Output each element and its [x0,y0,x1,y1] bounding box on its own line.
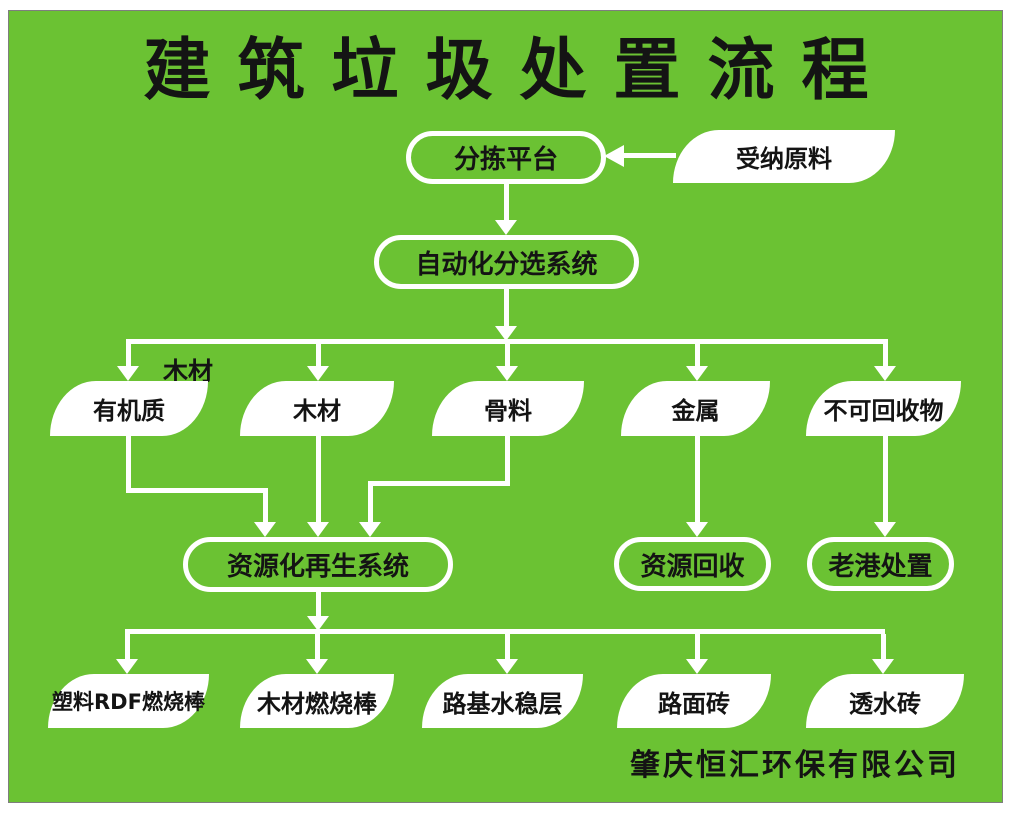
connector-branch-rdf [125,634,130,660]
node-category-metal-label: 金属 [671,397,720,425]
node-sorting-platform-label: 分拣平台 [453,145,558,175]
node-category-wood-label: 木材 [293,397,341,425]
connector-branch-permeablebrick [881,634,886,660]
connector-branch-nonrecyclable [883,344,888,367]
node-category-metal: 金属 [621,381,770,436]
arrowhead-down-icon [686,659,708,674]
node-product-road-base-label: 路基水稳层 [442,689,563,718]
connector-metal-into-recovery [695,436,700,524]
arrowhead-down-icon [495,220,517,235]
arrowhead-down-icon [307,366,329,381]
node-sorting-platform: 分拣平台 [406,131,606,184]
node-laogang-disposal-label: 老港处置 [828,551,933,582]
connector-auto-to-branchline [504,289,509,328]
arrowhead-down-icon [254,522,276,537]
arrowhead-down-icon [306,659,328,674]
company-name: 肇庆恒汇环保有限公司 [630,748,960,783]
node-product-permeable-brick-label: 透水砖 [849,689,921,718]
connector-organic-down [126,436,131,491]
connector-aggregate-down [505,436,510,486]
node-category-wood: 木材 [240,381,394,436]
node-product-wood-stick-label: 木材燃烧棒 [257,689,377,718]
node-category-aggregate-label: 骨料 [484,397,532,425]
arrowhead-down-icon [496,366,518,381]
node-raw-material-label: 受纳原料 [736,145,832,173]
node-laogang-disposal: 老港处置 [807,537,954,591]
arrowhead-down-icon [307,616,329,631]
node-category-nonrecyclable-label: 不可回收物 [823,397,944,425]
connector-nonrecyclable-into-laogang [883,436,888,524]
node-auto-sorting-label: 自动化分选系统 [415,249,598,280]
node-product-road-base: 路基水稳层 [422,674,583,728]
node-product-wood-stick: 木材燃烧棒 [240,674,394,728]
page-title: 建筑垃圾处置流程 [143,31,896,109]
node-category-organic-label: 有机质 [93,397,165,425]
connector-branch-woodstick [315,634,320,660]
connector-aggregate-into-recycle [368,481,373,524]
node-resource-recovery-label: 资源回收 [640,551,745,582]
connector-branch-wood [316,344,321,367]
node-resource-recovery: 资源回收 [614,537,771,591]
node-recycle-system: 资源化再生系统 [183,537,453,592]
connector-organic-across [126,488,266,493]
connector-branch-aggregate [505,344,510,367]
arrowhead-down-icon [307,522,329,537]
node-category-organic: 有机质 [50,381,208,436]
arrowhead-down-icon [359,522,381,537]
node-product-rdf-stick-label: 塑料RDF燃烧棒 [52,690,205,714]
arrowhead-down-icon [874,366,896,381]
connector-recycle-to-branchline [316,592,321,618]
arrowhead-down-icon [686,522,708,537]
connector-wood-into-recycle [316,436,321,524]
connector-branch-pavingbrick [695,634,700,660]
connector-branch-organic [126,344,131,367]
arrowhead-down-icon [496,659,518,674]
arrowhead-down-icon [116,659,138,674]
branch-line-top [126,339,888,344]
connector-aggregate-across [368,481,510,486]
node-product-paving-brick-label: 路面砖 [658,689,730,718]
node-raw-material: 受纳原料 [673,130,895,183]
connector-branch-roadbase [505,634,510,660]
arrowhead-left-icon [604,145,624,167]
branch-line-bottom [125,629,885,634]
arrowhead-down-icon [872,659,894,674]
node-product-paving-brick: 路面砖 [617,674,771,728]
connector-sorting-to-auto [504,183,509,221]
arrowhead-down-icon [495,326,517,341]
node-category-nonrecyclable: 不可回收物 [806,381,961,436]
arrowhead-down-icon [686,366,708,381]
arrowhead-down-icon [117,366,139,381]
node-auto-sorting-system: 自动化分选系统 [374,235,639,289]
connector-branch-metal [695,344,700,367]
connector-raw-to-sorting [622,153,676,158]
node-product-rdf-stick: 塑料RDF燃烧棒 [48,674,209,728]
arrowhead-down-icon [874,522,896,537]
node-product-permeable-brick: 透水砖 [806,674,964,728]
node-recycle-system-label: 资源化再生系统 [226,552,409,582]
node-category-aggregate: 骨料 [432,381,584,436]
connector-organic-into-recycle [263,488,268,524]
